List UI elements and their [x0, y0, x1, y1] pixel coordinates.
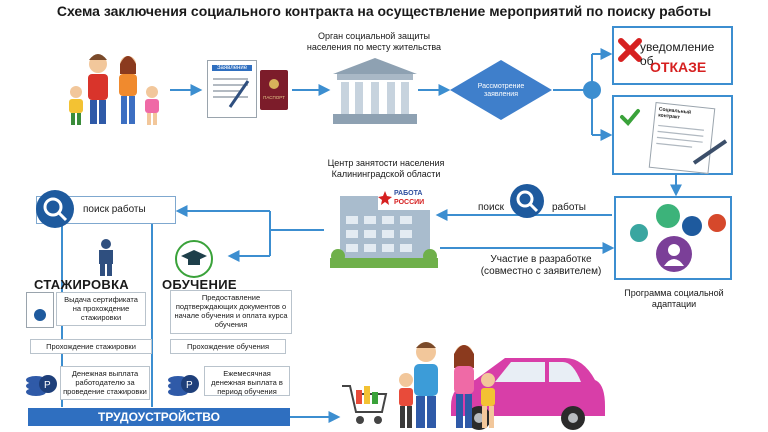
- svg-text:P: P: [186, 380, 193, 391]
- logo-line2: РОССИИ: [394, 199, 425, 206]
- internship-step3: Денежная выплата работодателю за проведе…: [60, 366, 150, 400]
- certificate-icon: [26, 292, 54, 328]
- review-diamond: [450, 60, 552, 120]
- internship-title: СТАЖИРОВКА: [34, 277, 129, 292]
- office-building-icon: [330, 196, 438, 268]
- green-check-icon: [620, 109, 640, 126]
- refusal-box: уведомление об ОТКАЗЕ: [612, 26, 733, 85]
- job-search-right-word2: работы: [552, 202, 586, 213]
- passport-label: ПАСПОРТ: [263, 95, 285, 100]
- person-icon: [656, 236, 692, 272]
- coins-icon-internship: P: [24, 366, 58, 400]
- refusal-line2: ОТКАЗЕ: [650, 59, 707, 75]
- job-search-right-word1: поиск: [478, 202, 504, 213]
- pen-icon: [692, 139, 728, 165]
- passport-emblem-icon: [269, 79, 279, 89]
- search-magnifier-icon: [510, 184, 544, 218]
- training-title: ОБУЧЕНИЕ: [162, 277, 237, 292]
- application-form-label: Заявление: [212, 65, 252, 71]
- participation-label: Участие в разработке (совместно с заявит…: [480, 254, 602, 277]
- government-building-icon: [333, 58, 417, 124]
- application-form-icon: Заявление: [207, 60, 257, 118]
- employment-center-label: Центр занятости населения Калининградско…: [327, 158, 445, 179]
- red-x-icon: [618, 38, 642, 62]
- junction-dot: [583, 81, 601, 99]
- shopping-cart-icon: [342, 385, 388, 424]
- internship-step1: Выдача сертификата на прохождение стажир…: [56, 292, 146, 326]
- diagram-title: Схема заключения социального контракта н…: [56, 3, 712, 19]
- family-illustration: [69, 54, 159, 125]
- internship-step2: Прохождение стажировки: [30, 339, 152, 354]
- training-step2: Прохождение обучения: [170, 339, 286, 354]
- graduation-cap-icon: [175, 240, 213, 278]
- job-search-magnifier-icon: [36, 190, 74, 228]
- review-label: Рассмотрение заявления: [477, 83, 525, 98]
- healthcare-icon: [630, 224, 648, 242]
- contract-box: Социальный контракт: [612, 95, 733, 175]
- transport-icon: [708, 214, 726, 232]
- job-search-left-label: поиск работы: [83, 204, 146, 215]
- training-step1: Предоставление подтверждающих документов…: [170, 290, 292, 334]
- form-lines-icon: [213, 78, 250, 108]
- program-box: [614, 196, 732, 280]
- intern-person-icon: [99, 239, 113, 276]
- rabota-star-icon: [378, 191, 392, 205]
- rabota-rossii-logo: РАБОТА РОССИИ: [378, 188, 434, 210]
- svg-text:P: P: [44, 380, 51, 391]
- logo-line1: РАБОТА: [394, 190, 423, 197]
- contract-document-icon: Социальный контракт: [648, 102, 716, 174]
- refusal-line1: уведомление об: [640, 40, 715, 68]
- passport-icon: ПАСПОРТ: [260, 70, 288, 110]
- education-icon: [656, 204, 680, 228]
- employment-bar: ТРУДОУСТРОЙСТВО: [28, 408, 290, 426]
- coins-icon-training: P: [166, 366, 200, 400]
- contract-lines-icon: [656, 124, 704, 148]
- job-search-small-icon: [682, 216, 702, 236]
- training-step3: Ежемесячная денежная выплата в период об…: [204, 366, 290, 396]
- program-label: Программа социальной адаптации: [624, 288, 724, 309]
- social-agency-label: Орган социальной защиты населения по мес…: [306, 31, 442, 52]
- happy-family-illustration: [399, 342, 495, 428]
